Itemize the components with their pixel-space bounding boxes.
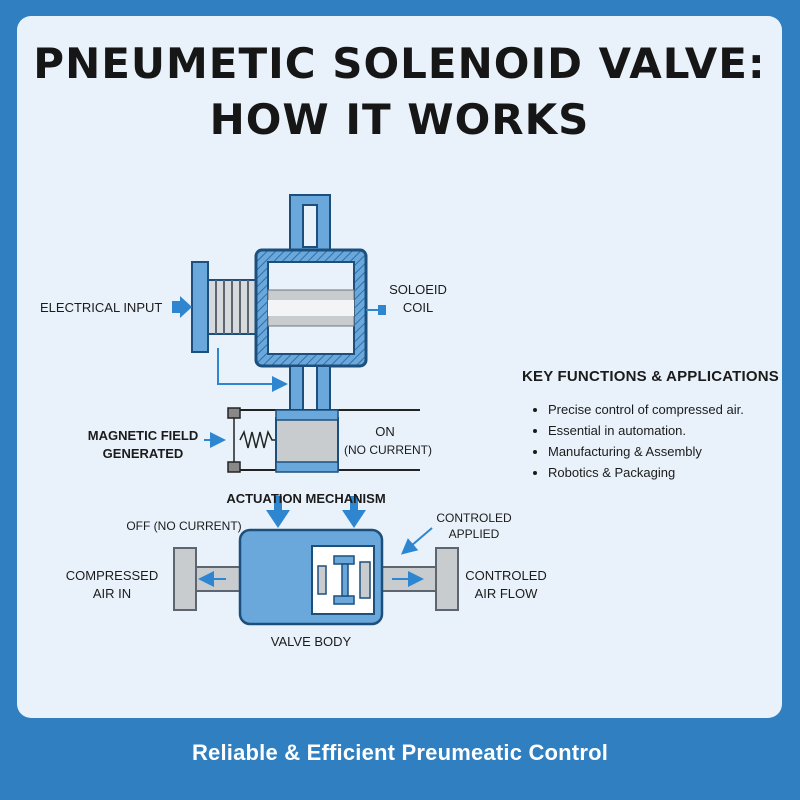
page-title: PNEUMETIC SOLENOID VALVE: HOW IT WORKS — [17, 36, 782, 148]
label-controlled-applied-2: APPLIED — [449, 527, 500, 541]
label-controlled-flow-2: AIR FLOW — [475, 586, 539, 601]
key-functions-list: Precise control of compressed air. Essen… — [522, 399, 784, 483]
label-solenoid-coil-2: COIL — [403, 300, 433, 315]
label-controlled-flow-1: CONTROLED — [465, 568, 547, 583]
magnetic-chamber — [227, 407, 420, 473]
plunger-top — [289, 194, 331, 251]
content-panel — [17, 16, 782, 718]
spring-icon — [239, 429, 276, 449]
coil-windings — [191, 261, 263, 353]
actuation-arrows — [266, 496, 366, 528]
key-functions-panel: KEY FUNCTIONS & APPLICATIONS Precise con… — [522, 368, 784, 483]
list-item: Manufacturing & Assembly — [548, 441, 784, 462]
list-item: Precise control of compressed air. — [548, 399, 784, 420]
outlet-port — [379, 547, 459, 611]
leader-arrows — [172, 296, 433, 555]
label-off-state: OFF (NO CURRENT) — [126, 519, 241, 533]
label-electrical-input: ELECTRICAL INPUT — [40, 300, 162, 315]
list-item: Essential in automation. — [548, 420, 784, 441]
label-valve-body: VALVE BODY — [271, 634, 352, 649]
inlet-port — [173, 547, 243, 611]
label-on-state-sub: (NO CURRENT) — [344, 443, 432, 457]
label-actuation-mechanism: ACTUATION MECHANISM — [226, 491, 385, 506]
title-line-2: HOW IT WORKS — [209, 95, 590, 144]
label-magnetic-field-1: MAGNETIC FIELD — [88, 428, 199, 443]
plunger-stem — [289, 365, 331, 411]
footer-tagline: Reliable & Efficient Preumeatic Control — [191, 740, 609, 765]
valve-body — [238, 528, 384, 626]
label-compressed-air-1: COMPRESSED — [66, 568, 158, 583]
list-item: Robotics & Packaging — [548, 462, 784, 483]
label-on-state: ON — [375, 424, 395, 439]
label-controlled-applied-1: CONTROLED — [436, 511, 512, 525]
title-line-1: PNEUMETIC SOLENOID VALVE: — [33, 39, 766, 88]
label-magnetic-field-2: GENERATED — [103, 446, 184, 461]
label-solenoid-coil-1: SOLOEID — [389, 282, 447, 297]
key-functions-heading: KEY FUNCTIONS & APPLICATIONS — [522, 368, 780, 385]
label-compressed-air-2: AIR IN — [93, 586, 131, 601]
solenoid-housing — [254, 248, 368, 368]
